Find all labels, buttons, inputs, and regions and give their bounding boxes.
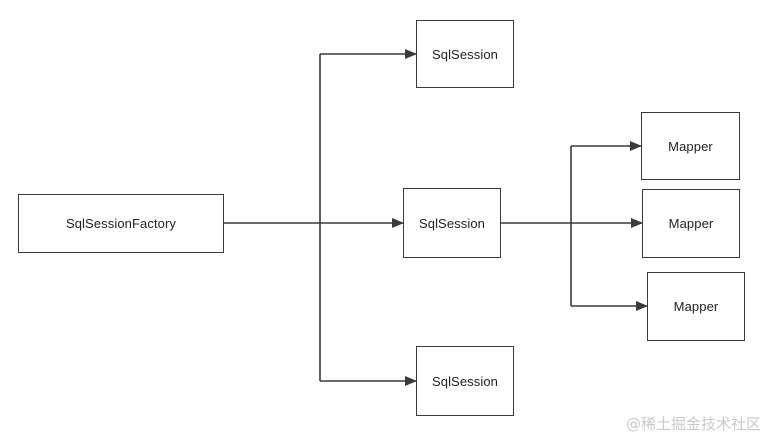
mapper-node-bottom: Mapper bbox=[647, 272, 745, 341]
sqlsessionfactory-label: SqlSessionFactory bbox=[65, 216, 177, 231]
sqlsession-node-top: SqlSession bbox=[416, 20, 514, 88]
sqlsession-label: SqlSession bbox=[431, 46, 499, 62]
sqlsession-label: SqlSession bbox=[418, 215, 486, 231]
mapper-label: Mapper bbox=[668, 138, 713, 154]
mapper-label: Mapper bbox=[673, 299, 719, 314]
sqlsession-label: SqlSession bbox=[431, 373, 499, 389]
sqlsession-node-middle: SqlSession bbox=[403, 188, 501, 258]
sqlsession-node-bottom: SqlSession bbox=[416, 346, 514, 416]
mapper-node-middle: Mapper bbox=[642, 189, 740, 258]
sqlsessionfactory-node: SqlSessionFactory bbox=[18, 194, 224, 253]
mapper-label: Mapper bbox=[668, 216, 714, 231]
mapper-node-top: Mapper bbox=[641, 112, 740, 180]
watermark-text: @稀土掘金技术社区 bbox=[625, 415, 761, 433]
